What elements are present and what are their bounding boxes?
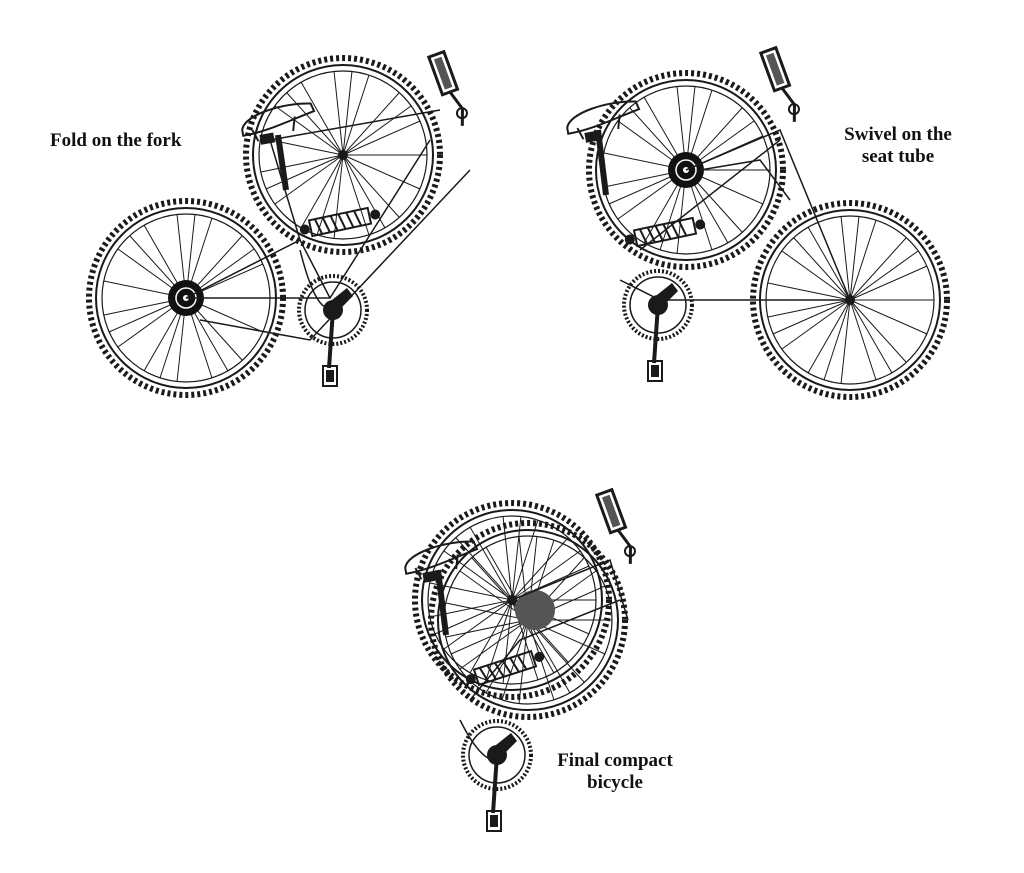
crank (461, 719, 533, 833)
frame (619, 129, 851, 301)
handlebar-stem (759, 45, 805, 127)
caption-final-compact: Final compact bicycle (540, 750, 690, 794)
stage-swivel-seat-tube (563, 45, 947, 397)
caption-fold-on-fork: Fold on the fork (50, 130, 181, 152)
shock-absorber (622, 214, 708, 250)
stage-final-compact (401, 487, 641, 833)
caption-fold-on-fork-text: Fold on the fork (50, 130, 182, 151)
caption-final-line-1: Final compact (557, 750, 673, 771)
caption-swivel-seat-tube: Swivel on the seat tube (828, 124, 968, 168)
caption-swivel-line-1: Swivel on the (844, 124, 952, 145)
stage-fold-on-fork (89, 49, 473, 395)
caption-swivel-line-2: seat tube (861, 146, 935, 167)
caption-final-line-2: bicycle (587, 772, 643, 793)
handlebar-stem (595, 487, 641, 569)
